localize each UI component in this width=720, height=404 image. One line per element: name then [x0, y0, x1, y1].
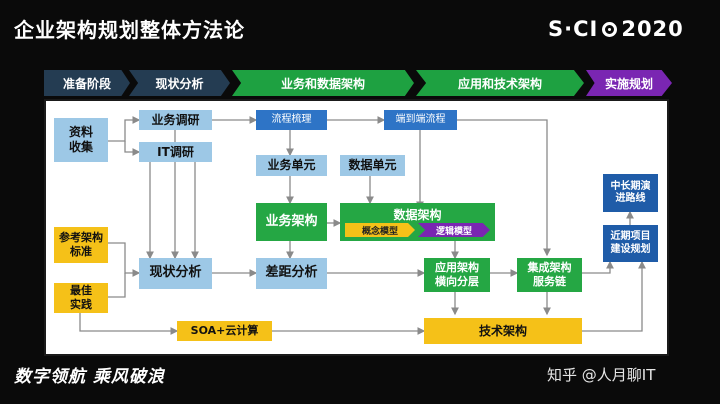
phase-app-tech: 应用和技术架构 [416, 70, 584, 96]
materials-collection-box: 资料 收集 [54, 118, 108, 162]
business-architecture-box: 业务架构 [256, 203, 327, 241]
business-unit-box: 业务单元 [256, 155, 327, 176]
long-term-roadmap-box: 中长期演 进路线 [603, 174, 658, 212]
gap-analysis-box: 差距分析 [256, 258, 327, 289]
best-practice-box: 最佳 实践 [54, 283, 108, 313]
brand-watermark: 知乎 @人月聊IT [547, 366, 656, 384]
e2e-process-box: 端到端流程 [384, 110, 457, 130]
slogan: 数字领航 乘风破浪 [14, 367, 165, 387]
data-unit-box: 数据单元 [340, 155, 405, 176]
business-research-box: 业务调研 [139, 110, 212, 130]
logo-text-left: S·CI [548, 17, 599, 41]
data-architecture-label: 数据架构 [393, 208, 442, 222]
integration-architecture-box: 集成架构 服务链 [517, 258, 582, 292]
concept-model-tag: 概念模型 [345, 223, 415, 237]
logo-text-right: 2020 [621, 17, 684, 41]
application-architecture-box: 应用架构 横向分层 [424, 258, 490, 292]
sci-logo: S·CI 2020 [548, 17, 684, 41]
logic-model-tag: 逻辑模型 [418, 223, 490, 237]
phase-implementation: 实施规划 [586, 70, 672, 96]
phase-current-analysis: 现状分析 [129, 70, 230, 96]
technology-architecture-box: 技术架构 [424, 318, 582, 344]
current-analysis-box: 现状分析 [139, 258, 212, 289]
reference-architecture-box: 参考架构 标准 [54, 227, 108, 263]
page-title: 企业架构规划整体方法论 [14, 18, 245, 42]
it-research-box: IT调研 [139, 142, 212, 162]
logo-ring-icon [602, 21, 618, 37]
data-architecture-box: 数据架构 概念模型 逻辑模型 [340, 203, 495, 241]
phase-prepare: 准备阶段 [44, 70, 130, 96]
soa-cloud-box: SOA+云计算 [177, 321, 272, 341]
phase-business-data: 业务和数据架构 [232, 70, 414, 96]
process-review-box: 流程梳理 [256, 110, 327, 130]
near-term-plan-box: 近期项目 建设规划 [603, 225, 658, 262]
